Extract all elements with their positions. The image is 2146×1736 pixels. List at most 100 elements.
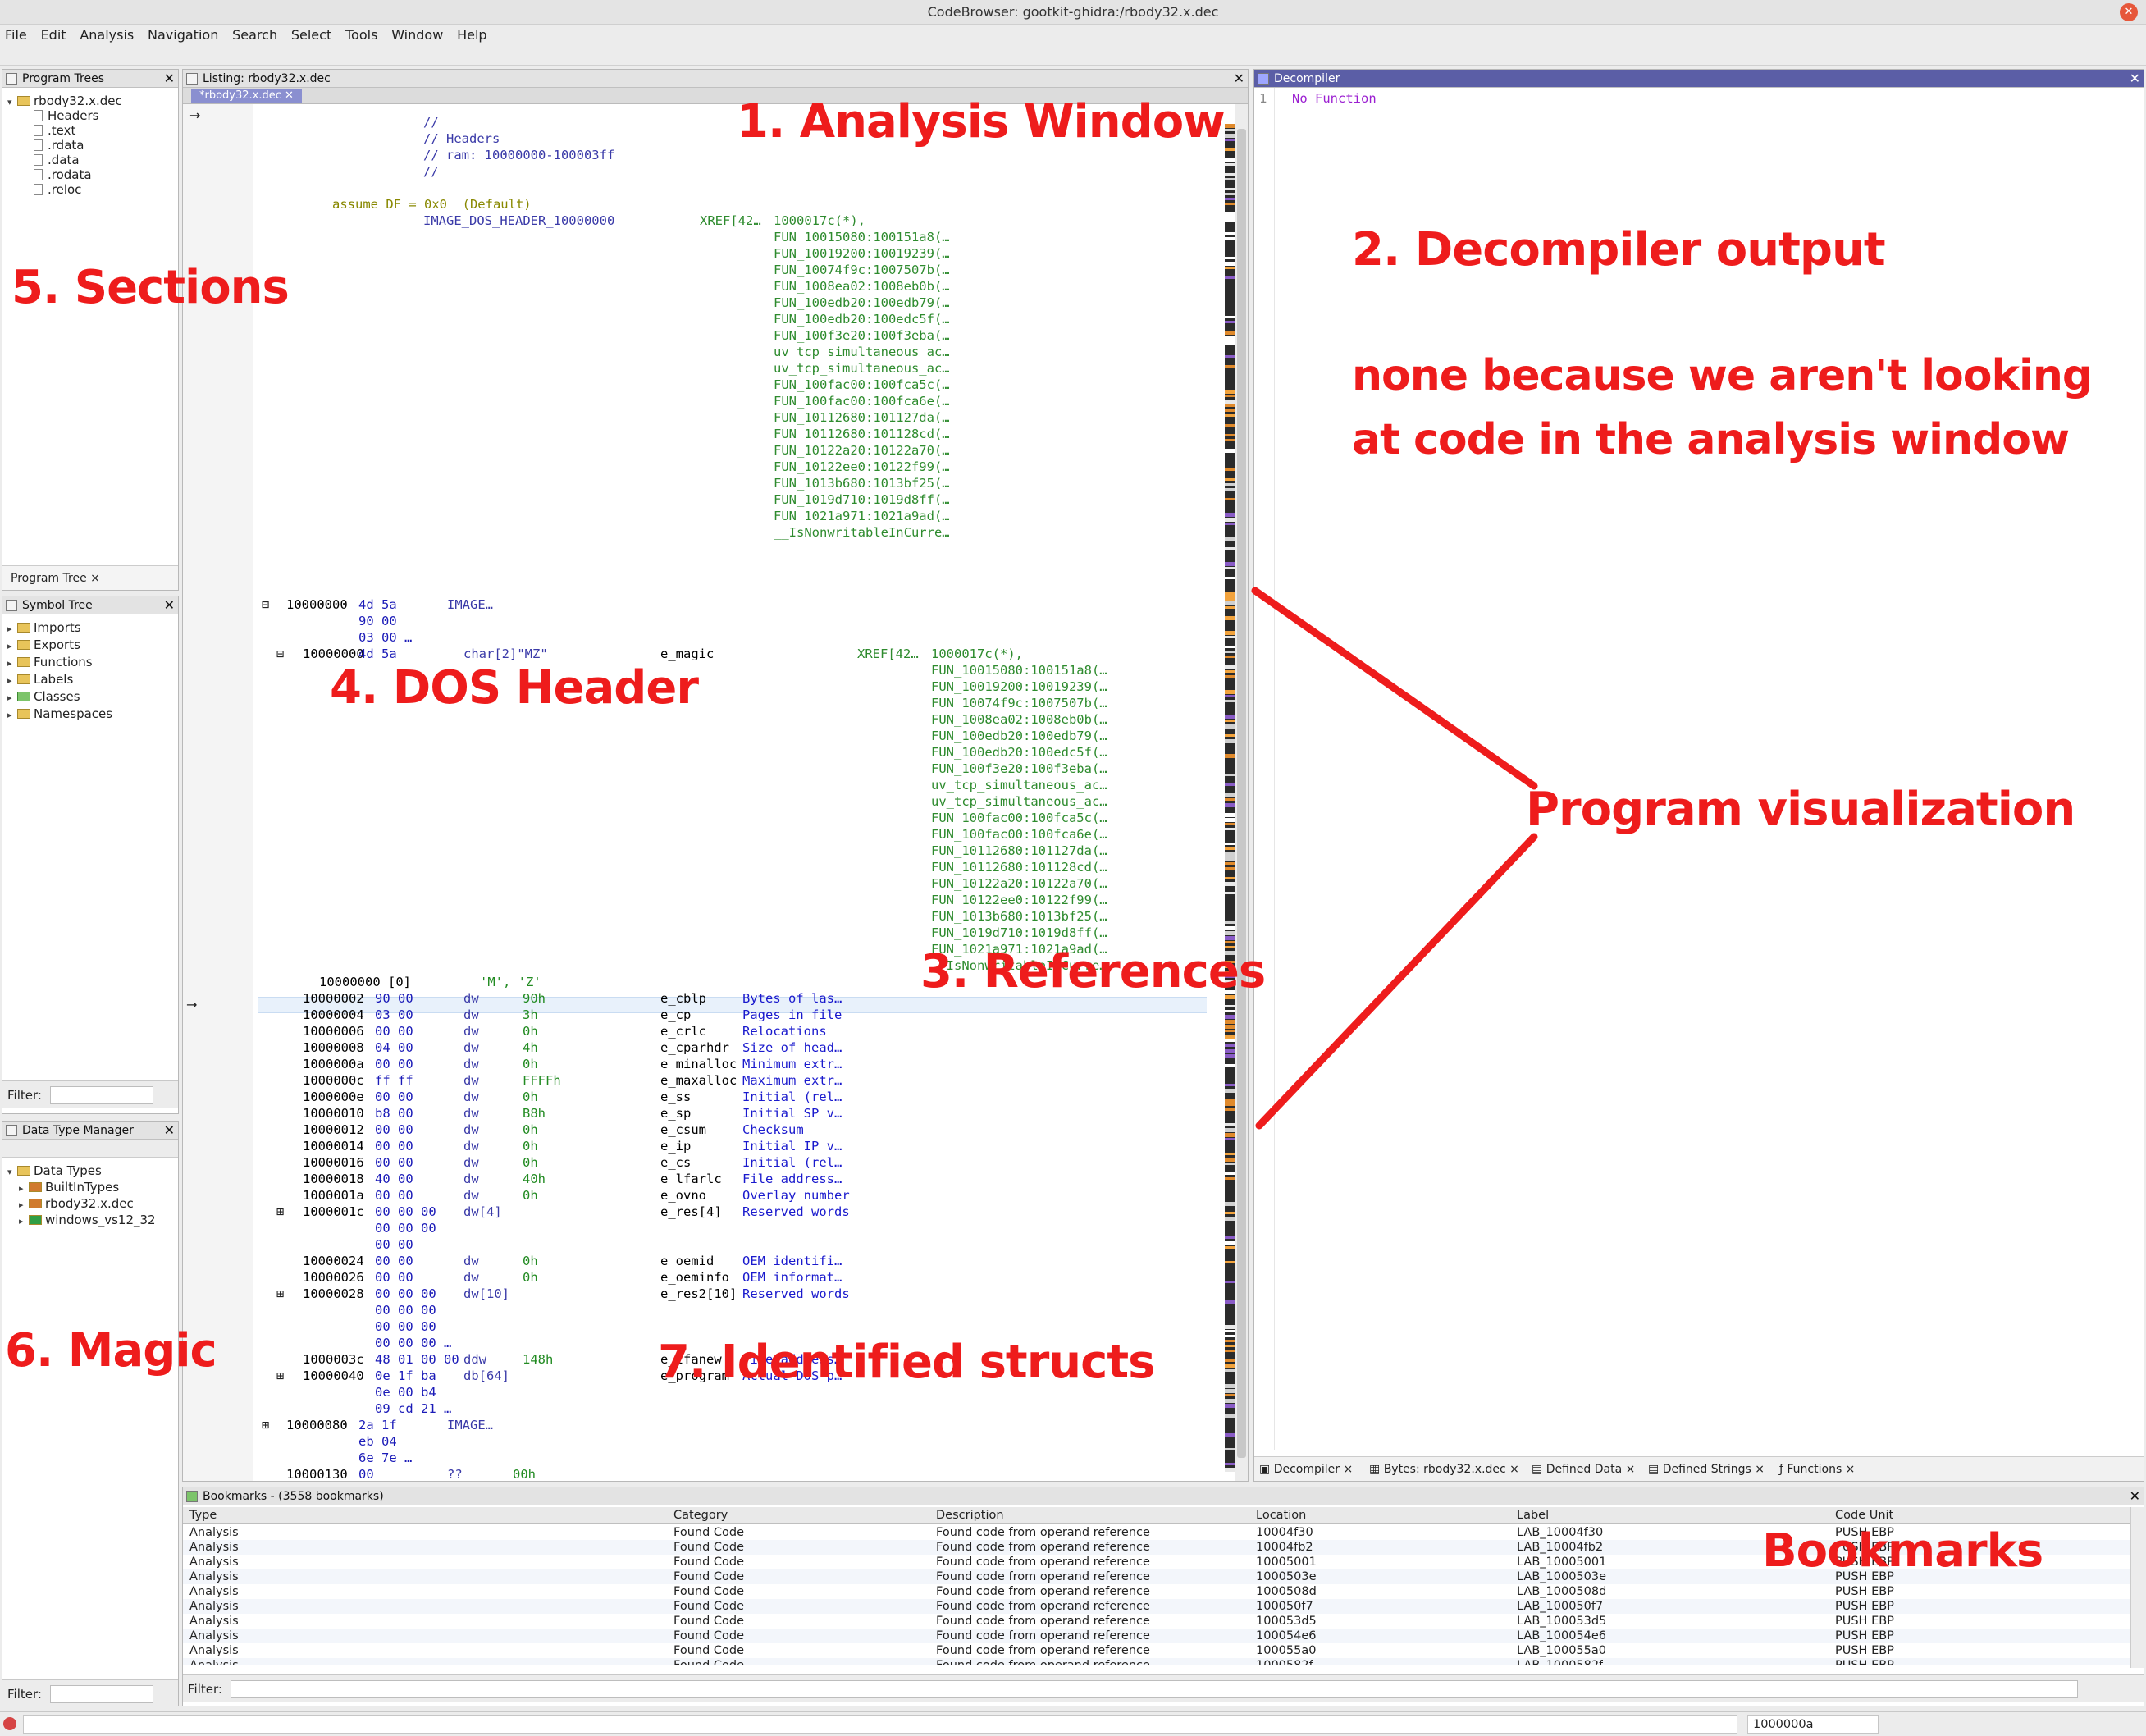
- menu-help[interactable]: Help: [457, 27, 487, 43]
- folder-icon: [17, 1166, 30, 1176]
- expand-icon[interactable]: ▸: [7, 624, 12, 634]
- listing-tab[interactable]: *rbody32.x.dec ✕: [191, 89, 302, 103]
- listing-mnemonic: dw: [463, 1073, 479, 1088]
- symbol-classes[interactable]: ▸Classes: [7, 688, 80, 705]
- expand-icon[interactable]: ▸: [7, 675, 12, 686]
- close-window-icon[interactable]: ✕: [2120, 3, 2138, 21]
- column-header[interactable]: Category: [673, 1509, 728, 1522]
- datatype-program[interactable]: ▸rbody32.x.dec: [19, 1195, 134, 1212]
- section-data[interactable]: .data: [34, 152, 80, 168]
- datatype-builtin[interactable]: ▸BuiltInTypes: [19, 1179, 119, 1195]
- menu-navigation[interactable]: Navigation: [148, 27, 219, 43]
- close-icon[interactable]: ✕: [2129, 1488, 2140, 1504]
- datatype-filter-input[interactable]: [50, 1685, 153, 1703]
- close-icon[interactable]: ✕: [163, 71, 175, 86]
- overview-stripe: [1225, 1177, 1235, 1180]
- section-rdata[interactable]: .rdata: [34, 137, 84, 153]
- symbol-exports[interactable]: ▸Exports: [7, 637, 80, 653]
- column-header[interactable]: Description: [936, 1509, 1004, 1522]
- bookmarks-filter-input[interactable]: [231, 1680, 2078, 1698]
- overview-stripe: [1225, 468, 1235, 471]
- tab-functions[interactable]: ƒ Functions ×: [1779, 1463, 1856, 1476]
- column-header[interactable]: Code Unit: [1835, 1509, 1894, 1522]
- overview-stripe: [1225, 1049, 1235, 1053]
- program-overview-bar[interactable]: [1225, 124, 1235, 1472]
- expand-icon[interactable]: ▸: [7, 658, 12, 669]
- listing-bytes: 00 00: [375, 1139, 413, 1154]
- expand-icon[interactable]: ▾: [7, 97, 12, 107]
- menu-window[interactable]: Window: [391, 27, 444, 43]
- column-header[interactable]: Location: [1256, 1509, 1307, 1522]
- menu-tools[interactable]: Tools: [345, 27, 378, 43]
- overview-stripe: [1225, 793, 1235, 797]
- xref-entry: uv_tcp_simultaneous_ac…: [931, 794, 1107, 809]
- menu-select[interactable]: Select: [290, 27, 332, 43]
- overview-stripe: [1225, 857, 1235, 861]
- close-icon[interactable]: ✕: [2129, 71, 2140, 86]
- expand-icon[interactable]: ▸: [19, 1216, 24, 1227]
- tab-decompiler[interactable]: ▣ Decompiler ×: [1259, 1463, 1354, 1476]
- section-reloc[interactable]: .reloc: [34, 181, 81, 198]
- close-icon[interactable]: ✕: [163, 1122, 175, 1138]
- expand-icon[interactable]: ▾: [7, 1167, 12, 1177]
- expand-icon[interactable]: ▸: [7, 641, 12, 651]
- close-icon[interactable]: ✕: [163, 597, 175, 613]
- datatype-root[interactable]: ▾Data Types: [7, 1163, 102, 1179]
- section-rodata[interactable]: .rodata: [34, 167, 92, 183]
- listing-bytes: ff ff: [375, 1073, 413, 1088]
- tab-defined-data[interactable]: ▤ Defined Data ×: [1532, 1463, 1636, 1476]
- symbol-functions[interactable]: ▸Functions: [7, 654, 93, 670]
- expand-icon[interactable]: ▸: [7, 692, 12, 703]
- expand-icon[interactable]: ▸: [19, 1183, 24, 1194]
- listing-bytes: 40 00: [375, 1172, 413, 1186]
- section-headers[interactable]: Headers: [34, 107, 98, 124]
- overview-stripe: [1225, 675, 1235, 678]
- menu-analysis[interactable]: Analysis: [80, 27, 135, 43]
- datatype-windows[interactable]: ▸windows_vs12_32: [19, 1212, 156, 1228]
- close-icon[interactable]: ×: [90, 572, 100, 585]
- program-tree-tab[interactable]: Program Tree ×: [2, 565, 178, 590]
- symbol-labels[interactable]: ▸Labels: [7, 671, 73, 688]
- scroll-thumb[interactable]: [1237, 129, 1246, 1458]
- menu-search[interactable]: Search: [232, 27, 278, 43]
- section-text[interactable]: .text: [34, 122, 75, 139]
- overview-stripe: [1225, 237, 1235, 240]
- overview-stripe: [1225, 1330, 1235, 1332]
- tab-defined-strings[interactable]: ▤ Defined Strings ×: [1648, 1463, 1765, 1476]
- table-cell: Analysis: [189, 1658, 239, 1665]
- menu-file[interactable]: File: [5, 27, 27, 43]
- symbol-filter-input[interactable]: [50, 1086, 153, 1104]
- overview-stripe: [1225, 882, 1235, 886]
- expand-icon[interactable]: ▸: [7, 710, 12, 720]
- xref-entry: FUN_100edb20:100edb79(…: [774, 295, 950, 310]
- column-header[interactable]: Type: [189, 1509, 217, 1522]
- menu-edit[interactable]: Edit: [40, 27, 66, 43]
- close-icon[interactable]: ✕: [1233, 71, 1244, 86]
- symbol-namespaces[interactable]: ▸Namespaces: [7, 706, 112, 722]
- folder-icon: [17, 709, 30, 719]
- overview-stripe: [1225, 1025, 1235, 1029]
- listing-scrollbar[interactable]: [1235, 104, 1248, 1481]
- expand-icon[interactable]: ▸: [19, 1199, 24, 1210]
- document-icon: [34, 184, 43, 195]
- xref-entry: FUN_1008ea02:1008eb0b(…: [774, 279, 950, 294]
- symbol-imports[interactable]: ▸Imports: [7, 619, 81, 636]
- listing-address: 10000010: [303, 1106, 364, 1121]
- tab-bytes[interactable]: ▦ Bytes: rbody32.x.dec ×: [1369, 1463, 1519, 1476]
- bookmarks-scrollbar[interactable]: [2130, 1507, 2144, 1668]
- error-icon[interactable]: [3, 1717, 16, 1730]
- tree-root[interactable]: ▾rbody32.x.dec: [7, 93, 122, 109]
- column-header[interactable]: Label: [1517, 1509, 1550, 1522]
- listing-comment: Initial SP v…: [742, 1106, 842, 1121]
- collapse-icon: ⊟: [276, 646, 285, 661]
